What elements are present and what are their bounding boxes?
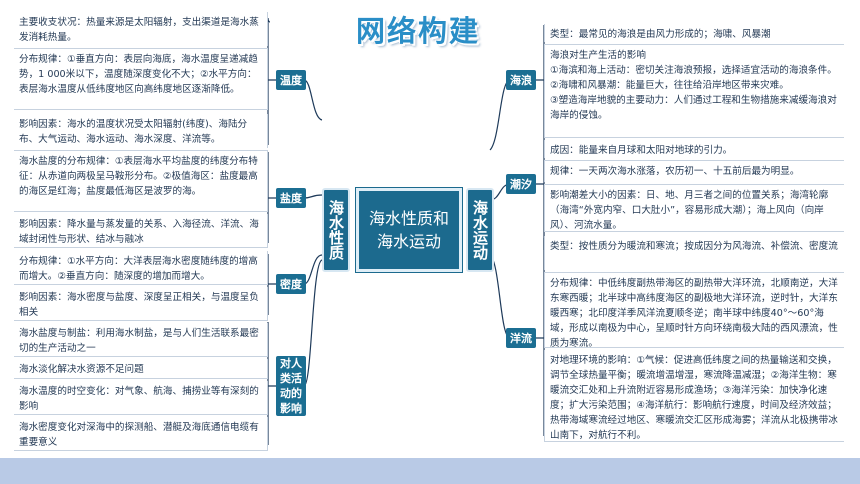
bottom-bar bbox=[0, 458, 860, 484]
waves-types-box: 类型：最常见的海浪是由风力形成的；海啸、风暴潮 bbox=[544, 24, 844, 42]
tides-pattern-box: 规律：一天两次海水涨落，农历初一、十五前后最为明显。 bbox=[544, 160, 844, 182]
tag-salinity: 盐度 bbox=[276, 188, 306, 208]
waves-impact-title: 海浪对生产生活的影响 bbox=[550, 50, 646, 61]
impact-density-box: 海水密度变化对深海中的探测船、潜艇及海底通信电缆有重要意义 bbox=[14, 417, 268, 451]
currents-types-box: 类型：按性质分为暖流和寒流；按成因分为风海流、补偿流、密度流 bbox=[544, 236, 844, 270]
temp-factors-box: 影响因素：海水的温度状况受太阳辐射(纬度)、海陆分布、大气运动、海水运动、海水深… bbox=[14, 114, 268, 148]
connector-temperature bbox=[303, 79, 323, 121]
heading-sea-movement: 海水运动 bbox=[466, 188, 494, 272]
tag-currents: 洋流 bbox=[506, 328, 536, 348]
tag-human-impact: 对人类活动的影响 bbox=[276, 356, 306, 416]
connector-impact bbox=[303, 259, 323, 387]
waves-impact-line2: ②海啸和风暴潮：能量巨大，往往给沿岸地区带来灾难。 bbox=[550, 80, 789, 91]
connector-waves-boxes bbox=[536, 25, 545, 140]
tag-temperature: 温度 bbox=[276, 70, 306, 90]
impact-salt-box: 海水盐度与制盐：利用海水制盐，是与人们生活联系最密切的生产活动之一 bbox=[14, 323, 268, 357]
connector-currents-boxes bbox=[536, 238, 545, 436]
tides-factors-box: 影响潮差大小的因素：日、地、月三者之间的位置关系；海湾轮廓（海湾“外宽内窄、口大… bbox=[544, 184, 844, 232]
connector-salinity bbox=[303, 194, 323, 199]
impact-temperature-box: 海水温度的时空变化：对气象、航海、捕捞业等有深刻的影响 bbox=[14, 381, 268, 415]
connector-salt-boxes bbox=[267, 152, 276, 243]
tides-cause-box: 成因：能量来自月球和太阳对地球的引力。 bbox=[544, 140, 844, 158]
salinity-distribution-box: 海水盐度的分布规律：①表层海水平均盐度的纬度分布特征：从赤道向两极呈马鞍形分布。… bbox=[14, 150, 268, 212]
connector-density bbox=[303, 254, 323, 285]
connector-waves bbox=[489, 79, 511, 151]
waves-impact-line3: ③塑造海岸地貌的主要动力：人们通过工程和生物措施来减缓海浪对海岸的侵蚀。 bbox=[550, 95, 837, 121]
density-factors-box: 影响因素：海水密度与盐度、深度呈正相关，与温度呈负相关 bbox=[14, 287, 268, 321]
connector-tides-boxes bbox=[536, 140, 545, 250]
impact-desalination-box: 海水淡化解决水资源不足问题 bbox=[14, 359, 268, 379]
center-topic: 海水性质和海水运动 bbox=[356, 188, 462, 272]
connector-density-boxes bbox=[267, 254, 276, 315]
currents-impact-box: 对地理环境的影响：①气候：促进高低纬度之间的热量输送和交换，调节全球热量平衡；暖… bbox=[544, 350, 844, 442]
currents-distribution-box: 分布规律：中低纬度副热带海区的副热带大洋环流，北顺南逆，大洋东寒西暖；北半球中高… bbox=[544, 272, 844, 348]
page-title: 网络构建 bbox=[356, 14, 481, 48]
connector-temp-boxes bbox=[267, 17, 276, 145]
temp-distribution-box: 分布规律：①垂直方向：表层向海底，海水温度呈递减趋势，1 000米以下，温度随深… bbox=[14, 48, 268, 110]
connector-impact-boxes bbox=[267, 322, 276, 445]
waves-impact-box: 海浪对生产生活的影响 ①海滨和海上活动：密切关注海浪预报，选择适宜活动的海浪条件… bbox=[544, 44, 844, 138]
tag-density: 密度 bbox=[276, 274, 306, 294]
tag-waves: 海浪 bbox=[506, 70, 536, 90]
tag-tides: 潮汐 bbox=[506, 174, 536, 194]
waves-impact-line1: ①海滨和海上活动：密切关注海浪预报，选择适宜活动的海浪条件。 bbox=[550, 65, 837, 76]
heading-sea-properties: 海水性质 bbox=[322, 188, 350, 272]
temp-balance-box: 主要收支状况：热量来源是太阳辐射，支出渠道是海水蒸发消耗热量。 bbox=[14, 12, 268, 46]
salinity-factors-box: 影响因素：降水量与蒸发量的关系、入海径流、洋流、海域封闭性与形状、结冰与融冰 bbox=[14, 214, 268, 248]
density-distribution-box: 分布规律：①水平方向：大洋表层海水密度随纬度的增高而增大。②垂直方向：随深度的增… bbox=[14, 251, 268, 285]
